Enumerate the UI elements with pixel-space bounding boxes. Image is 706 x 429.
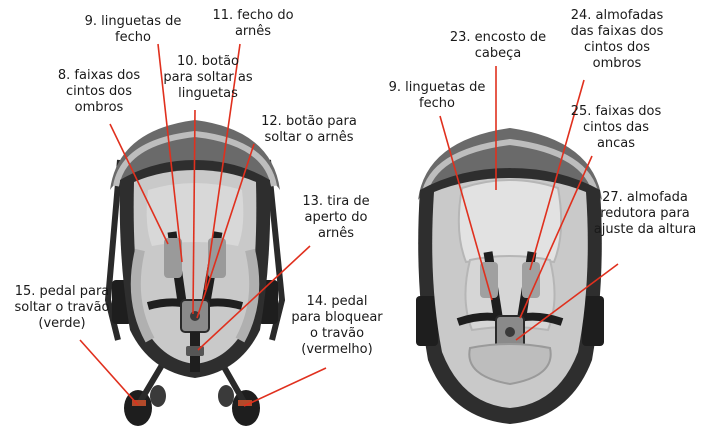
right-strap-pad — [522, 262, 540, 298]
label-27-height-reducer: 27. almofada redutora para ajuste da alt… — [593, 190, 697, 237]
right-side-frame — [265, 159, 286, 341]
left-brake-pedal — [132, 400, 146, 406]
left-side-frame — [104, 159, 123, 341]
right-car-seat — [416, 128, 604, 424]
leader-line-25 — [519, 155, 593, 319]
label-25-hip-straps: 25. faixas dos cintos das ancas — [570, 104, 662, 151]
label-13-harness-strap: 13. tira de aperto do arnês — [302, 194, 370, 241]
left-side-guard — [416, 296, 438, 346]
label-14-brake-lock-pedal: 14. pedal para bloquear o travão (vermel… — [291, 294, 383, 357]
right-brake-pedal — [238, 400, 252, 406]
leader-line-24 — [529, 79, 585, 271]
leader-line-8 — [109, 123, 169, 245]
leader-line-11 — [204, 43, 241, 291]
left-wing — [130, 248, 155, 343]
leader-line-13 — [197, 245, 311, 351]
leader-line-27 — [515, 263, 619, 341]
height-reducer-cushion — [468, 343, 552, 386]
canopy — [418, 128, 602, 200]
right-rear-wheel — [218, 385, 234, 407]
leader-line-10 — [192, 109, 196, 315]
headrest-insert — [457, 179, 563, 264]
label-11-harness-buckle: 11. fecho do arnês — [212, 8, 294, 39]
leader-line-9-left — [157, 43, 183, 263]
harness-release-button — [505, 327, 515, 337]
label-10-release-button: 10. botão para soltar as linguetas — [163, 54, 253, 101]
label-9-lingüetas-right: 9. linguetas de fecho — [388, 80, 486, 111]
label-12-harness-release: 12. botão para soltar o arnês — [261, 114, 357, 145]
left-rear-wheel — [150, 385, 166, 407]
left-front-wheel — [124, 390, 152, 426]
label-15-brake-release-pedal: 15. pedal para soltar o travão (verde) — [14, 284, 110, 331]
leader-line-14 — [243, 367, 327, 407]
label-23-headrest: 23. encosto de cabeça — [449, 30, 547, 61]
label-24-shoulder-strap-pads: 24. almofadas das faixas dos cintos dos … — [570, 8, 664, 71]
left-strap-pad — [164, 238, 182, 278]
leader-line-9-right — [439, 115, 493, 301]
right-side-guard — [582, 296, 604, 346]
leader-line-15 — [79, 339, 139, 406]
right-front-wheel — [232, 390, 260, 426]
leader-line-12 — [196, 143, 255, 319]
label-9-lingüetas-left: 9. linguetas de fecho — [84, 14, 182, 45]
label-8-shoulder-straps: 8. faixas dos cintos dos ombros — [57, 68, 141, 115]
leader-lines — [79, 43, 619, 407]
head-padding — [146, 183, 244, 246]
